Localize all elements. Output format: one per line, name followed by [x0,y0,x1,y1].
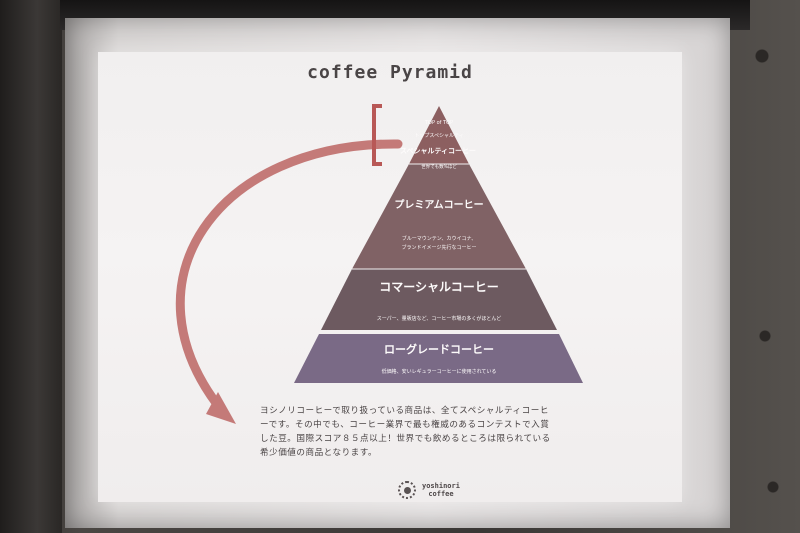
pyramid-tier-commercial [321,269,557,330]
arrow-head-icon [206,392,236,424]
sun-logo-icon [398,481,416,499]
brand-name-line2: coffee [428,490,454,498]
tier1-sublabel: 世界でも数%ほど [421,165,457,170]
presentation-slide: coffee Pyramid TOP of TOP トップスペシャルティ スペシ… [98,52,682,502]
wall-edge [0,0,62,533]
tier1-label-specialty: スペシャルティコーヒー [399,147,477,155]
tier1-label-top-specialty: トップスペシャルティ [414,133,464,139]
pyramid-tier-premium [352,164,526,269]
tier3-label: コマーシャルコーヒー [379,280,499,294]
slide-title: coffee Pyramid [307,62,473,83]
description-paragraph: ヨシノリコーヒーで取り扱っている商品は、全てスペシャルティコーヒ ーです。その中… [260,404,648,460]
brand-name-line1: yoshinori [422,482,460,490]
pyramid-tier-lowgrade [294,334,583,383]
pyramid-tier-top [409,106,469,164]
pyramid-diagram [175,104,583,424]
tier1-label-top-of-top: TOP of TOP [424,120,453,126]
tier2-label: プレミアムコーヒー [394,200,484,211]
bracket-icon [372,104,382,166]
tier3-sublabel: スーパー、量販店など、コーヒー市場の多くがほとんど [376,316,502,322]
brand-name: yoshinori coffee [422,482,460,498]
brand-logo: yoshinori coffee [398,478,460,502]
description-line: 希少価値の商品となります。 [260,448,378,458]
tier2-sublabel-b: ブランドイメージ先行なコーヒー [401,245,477,251]
description-line: ーです。その中でも、コーヒー業界で最も権威のあるコンテストで入賞 [260,420,550,430]
tier4-sublabel: 低価格、安いレギュラーコーヒーに使用されている [381,369,497,375]
description-line: した豆。国際スコア８５点以上！世界でも飲めるところは限られている [260,434,551,444]
tier2-sublabel-a: ブルーマウンテン、カウイコナ、 [401,236,477,242]
curved-arrow [175,139,403,417]
tier4-label: ローグレードコーヒー [384,343,494,356]
description-line: ヨシノリコーヒーで取り扱っている商品は、全てスペシャルティコーヒ [260,406,549,416]
